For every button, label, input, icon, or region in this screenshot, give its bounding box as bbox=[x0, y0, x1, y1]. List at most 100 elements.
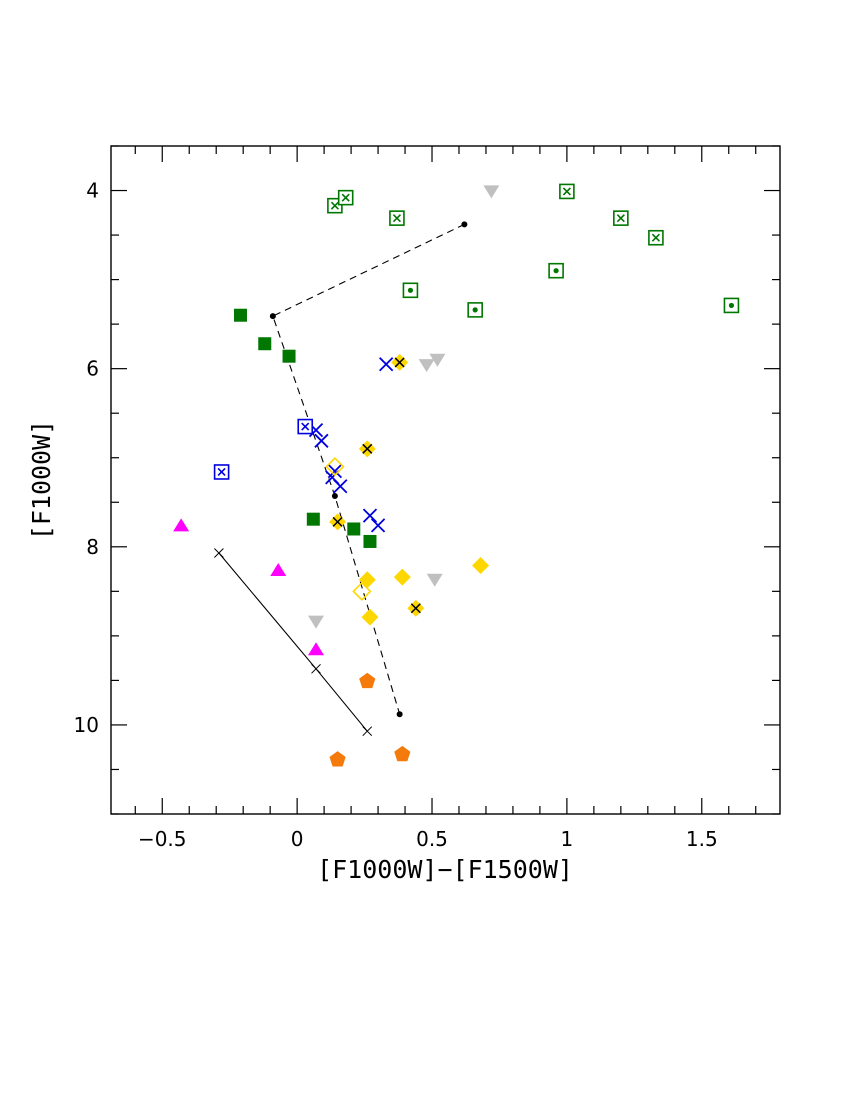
data-point-open-square-dot bbox=[548, 262, 564, 279]
track-node-x-stroke bbox=[214, 548, 224, 558]
data-point-open-square-dot bbox=[402, 282, 419, 299]
data-point-open-square-cross bbox=[613, 210, 629, 226]
marker-cross bbox=[370, 518, 386, 533]
x-tick-label: 1.5 bbox=[686, 827, 718, 851]
marker-up-triangle bbox=[270, 562, 287, 576]
data-point-down-triangle bbox=[418, 359, 435, 373]
data-point-open-square-cross bbox=[648, 229, 664, 246]
ticks-layer: −0.5 0 0.5 1 1.5 4 6 8 10 bbox=[74, 145, 780, 851]
data-point-filled-diamond bbox=[361, 608, 379, 626]
marker-inner-x bbox=[332, 516, 343, 527]
marker-down-triangle bbox=[418, 359, 435, 373]
data-point-pentagon bbox=[394, 745, 411, 762]
marker-filled-square bbox=[306, 512, 320, 526]
marker-open-diamond bbox=[352, 581, 372, 601]
data-point-open-diamond bbox=[352, 581, 372, 601]
data-point-up-triangle bbox=[270, 562, 287, 576]
marker-filled-square bbox=[282, 349, 296, 363]
marker-down-triangle bbox=[483, 185, 500, 199]
marker-down-triangle bbox=[429, 353, 446, 367]
track-node-dot bbox=[331, 493, 338, 500]
data-point-open-square-cross bbox=[297, 418, 314, 435]
data-point-open-square-dot bbox=[467, 302, 483, 318]
data-point-down-triangle bbox=[426, 573, 443, 587]
track-line-solid bbox=[218, 552, 368, 732]
marker-inner-x bbox=[362, 443, 373, 454]
data-point-up-triangle bbox=[308, 642, 325, 656]
data-point-open-square-dot bbox=[723, 297, 740, 314]
marker-cross bbox=[362, 508, 378, 523]
data-point-cross bbox=[370, 518, 386, 533]
data-point-open-square-cross bbox=[337, 189, 354, 206]
data-point-cross bbox=[333, 479, 348, 494]
data-point-filled-square bbox=[306, 512, 320, 526]
marker-cross bbox=[379, 357, 394, 372]
marker-inner-dot bbox=[728, 302, 735, 309]
marker-inner-cross bbox=[562, 187, 571, 196]
track-line-dashed bbox=[272, 223, 465, 715]
marker-up-triangle bbox=[173, 518, 190, 532]
data-point-cross bbox=[379, 357, 394, 372]
y-axis-title: [F1000W] bbox=[27, 420, 56, 540]
marker-inner-cross bbox=[341, 193, 350, 202]
data-point-filled-diamond-x bbox=[391, 353, 409, 371]
track-node-dot bbox=[269, 313, 276, 320]
marker-pentagon bbox=[359, 672, 376, 689]
marker-inner-dot bbox=[407, 287, 414, 293]
y-tick-label: 4 bbox=[86, 179, 99, 203]
marker-up-triangle bbox=[308, 642, 325, 656]
track-node-x-stroke bbox=[311, 663, 321, 674]
data-point-down-triangle bbox=[429, 353, 446, 367]
y-tick-label: 6 bbox=[86, 357, 99, 381]
x-tick-label: −0.5 bbox=[138, 827, 187, 851]
data-point-open-square-cross bbox=[559, 183, 575, 200]
marker-inner-x bbox=[410, 603, 421, 614]
data-point-open-square-cross bbox=[389, 210, 405, 226]
y-tick-label: 10 bbox=[74, 713, 99, 737]
marker-pentagon bbox=[329, 751, 346, 767]
marker-inner-cross bbox=[217, 467, 226, 477]
y-tick-label: 8 bbox=[86, 535, 99, 559]
marker-down-triangle bbox=[308, 615, 325, 629]
data-point-filled-diamond bbox=[472, 557, 490, 575]
track-node-x-stroke bbox=[362, 726, 373, 737]
track-node-x bbox=[362, 726, 373, 737]
x-axis-title: [F1000W]−[F1500W] bbox=[317, 855, 573, 884]
data-point-filled-square bbox=[233, 308, 247, 322]
data-point-filled-square bbox=[258, 337, 272, 351]
data-point-open-diamond bbox=[325, 457, 345, 477]
x-tick-label: 0 bbox=[291, 827, 304, 851]
marker-inner-dot bbox=[553, 268, 559, 274]
track-node-x bbox=[214, 548, 224, 558]
marker-inner-dot bbox=[472, 307, 478, 313]
marker-inner-cross bbox=[392, 214, 402, 223]
marker-inner-cross bbox=[616, 214, 625, 223]
x-tick-label: 1 bbox=[561, 827, 574, 851]
marker-open-diamond bbox=[325, 457, 345, 477]
marker-cross bbox=[308, 422, 324, 438]
x-tick-label: 0.5 bbox=[416, 827, 448, 851]
data-point-down-triangle bbox=[483, 185, 500, 199]
data-point-pentagon bbox=[329, 751, 346, 767]
plot-frame bbox=[110, 145, 781, 815]
marker-inner-cross bbox=[301, 422, 310, 431]
marker-inner-cross bbox=[330, 201, 339, 210]
data-point-open-square-cross bbox=[213, 464, 230, 480]
track-node-dot bbox=[396, 711, 403, 718]
marker-inner-x bbox=[394, 357, 405, 368]
data-point-cross bbox=[314, 433, 329, 448]
data-point-up-triangle bbox=[173, 518, 190, 532]
data-point-filled-diamond-x bbox=[407, 599, 425, 617]
marker-filled-square bbox=[347, 522, 361, 536]
tracks-layer bbox=[214, 221, 468, 737]
data-point-filled-diamond-x bbox=[329, 513, 347, 531]
marker-cross bbox=[314, 433, 329, 448]
marker-down-triangle bbox=[426, 573, 443, 587]
marker-filled-square bbox=[258, 337, 272, 351]
marker-filled-square bbox=[233, 308, 247, 322]
data-point-down-triangle bbox=[308, 615, 325, 629]
data-point-filled-diamond-x bbox=[358, 440, 376, 458]
data-point-filled-square bbox=[347, 522, 361, 536]
marker-filled-square bbox=[363, 534, 377, 548]
